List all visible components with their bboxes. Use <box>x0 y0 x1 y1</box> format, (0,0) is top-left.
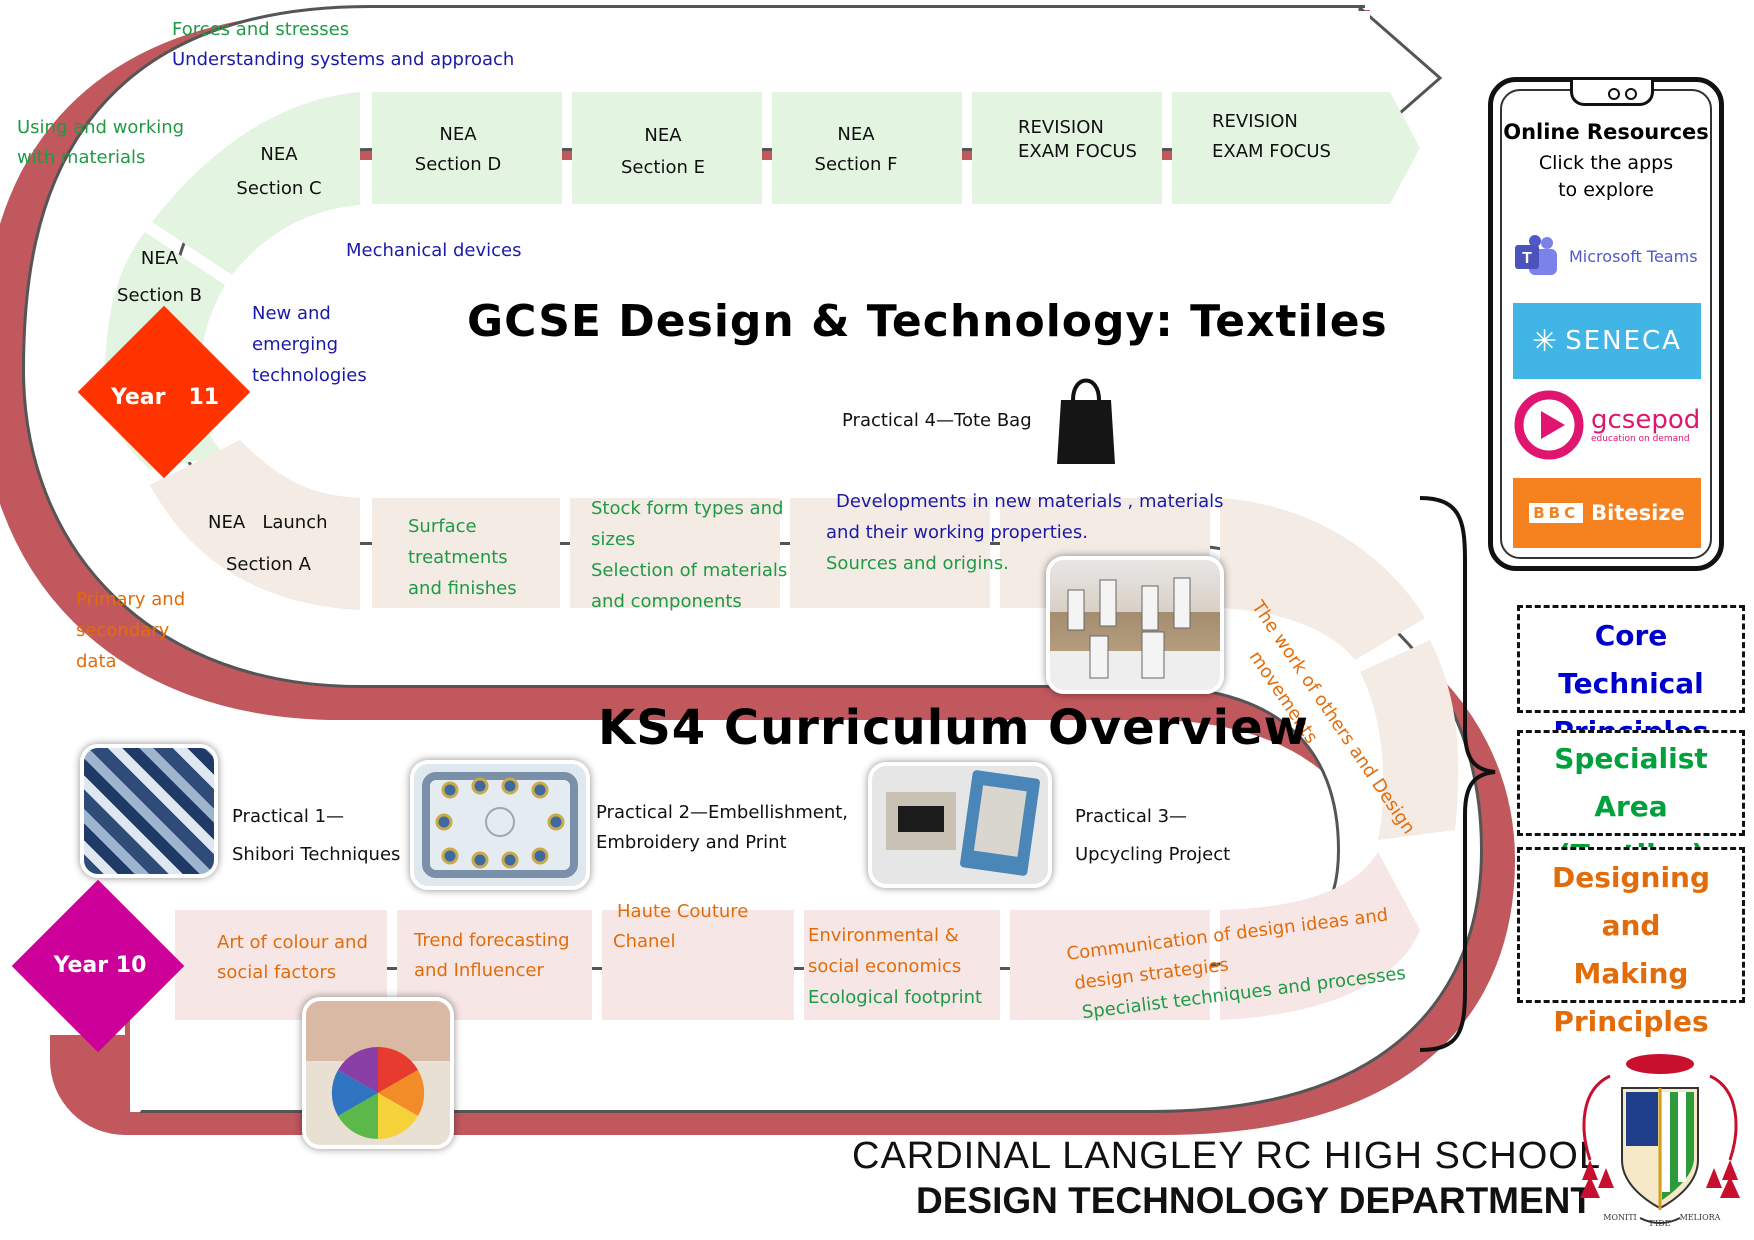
bbc-icon: BBC <box>1529 503 1584 523</box>
gcsepod-label: gcsepod <box>1591 405 1701 435</box>
crest-motto-left: MONITI <box>1603 1213 1636 1222</box>
upcycling-photo <box>868 762 1052 888</box>
label-materials-2: with materials <box>17 147 146 168</box>
department-name: DESIGN TECHNOLOGY DEPARTMENT <box>916 1180 1594 1221</box>
legend-core-technical: Core TechnicalPrinciples <box>1517 605 1745 748</box>
embellishment-photo <box>410 760 590 890</box>
legend-brace <box>1419 496 1496 1052</box>
block-developments: Developments in new materials , material… <box>826 491 1224 574</box>
app-seneca[interactable]: ✳ SENECA <box>1513 303 1701 379</box>
school-name: CARDINAL LANGLEY RC HIGH SCHOOL <box>852 1135 1601 1177</box>
label-forces: Forces and stresses <box>172 19 350 40</box>
block-environmental: Environmental &social economics Ecologic… <box>808 925 983 1008</box>
page-subtitle: KS4 Curriculum Overview <box>598 700 1310 756</box>
label-practical-3: Practical 3—Upcycling Project <box>1075 806 1231 865</box>
app-gcsepod[interactable]: gcsepod education on demand <box>1513 387 1701 463</box>
label-practical-1: Practical 1—Shibori Techniques <box>232 806 401 865</box>
app-bbc-bitesize[interactable]: BBC Bitesize <box>1513 478 1701 548</box>
teams-icon: T <box>1515 235 1557 275</box>
seneca-icon: ✳ <box>1532 323 1558 359</box>
gcsepod-tagline: education on demand <box>1591 434 1690 444</box>
tote-bag-icon <box>1057 378 1115 464</box>
seneca-label: SENECA <box>1565 326 1682 356</box>
year10-label: Year 10 <box>53 953 147 978</box>
phone-heading: Online Resources <box>1503 120 1709 144</box>
crest-motto-right: MELIORA <box>1680 1213 1721 1222</box>
label-systems: Understanding systems and approach <box>172 49 515 70</box>
sketchbook-photo <box>1046 556 1224 694</box>
school-crest-icon: FIDE MONITI MELIORA <box>1580 1054 1740 1228</box>
label-mechanical: Mechanical devices <box>346 240 522 261</box>
crest-motto: FIDE <box>1650 1219 1671 1228</box>
shibori-photo <box>80 744 218 878</box>
svg-text:T: T <box>1522 250 1532 267</box>
label-materials-1: Using and working <box>17 117 185 138</box>
colour-wheel-photo <box>302 997 454 1149</box>
camera-icon <box>1608 88 1620 100</box>
label-practical-4: Practical 4—Tote Bag <box>842 410 1032 431</box>
page-title: GCSE Design & Technology: Textiles <box>467 296 1388 347</box>
app-teams[interactable]: T Microsoft Teams <box>1513 232 1701 280</box>
legend-specialist-area: Specialist Area(Textiles) <box>1517 730 1745 871</box>
teams-label: Microsoft Teams <box>1569 246 1698 266</box>
bitesize-label: Bitesize <box>1591 501 1685 525</box>
year11-label: Year 11 <box>110 385 220 410</box>
gcsepod-icon <box>1514 390 1584 460</box>
speaker-icon <box>1625 88 1637 100</box>
label-practical-2: Practical 2—Embellishment,Embroidery and… <box>596 802 849 853</box>
